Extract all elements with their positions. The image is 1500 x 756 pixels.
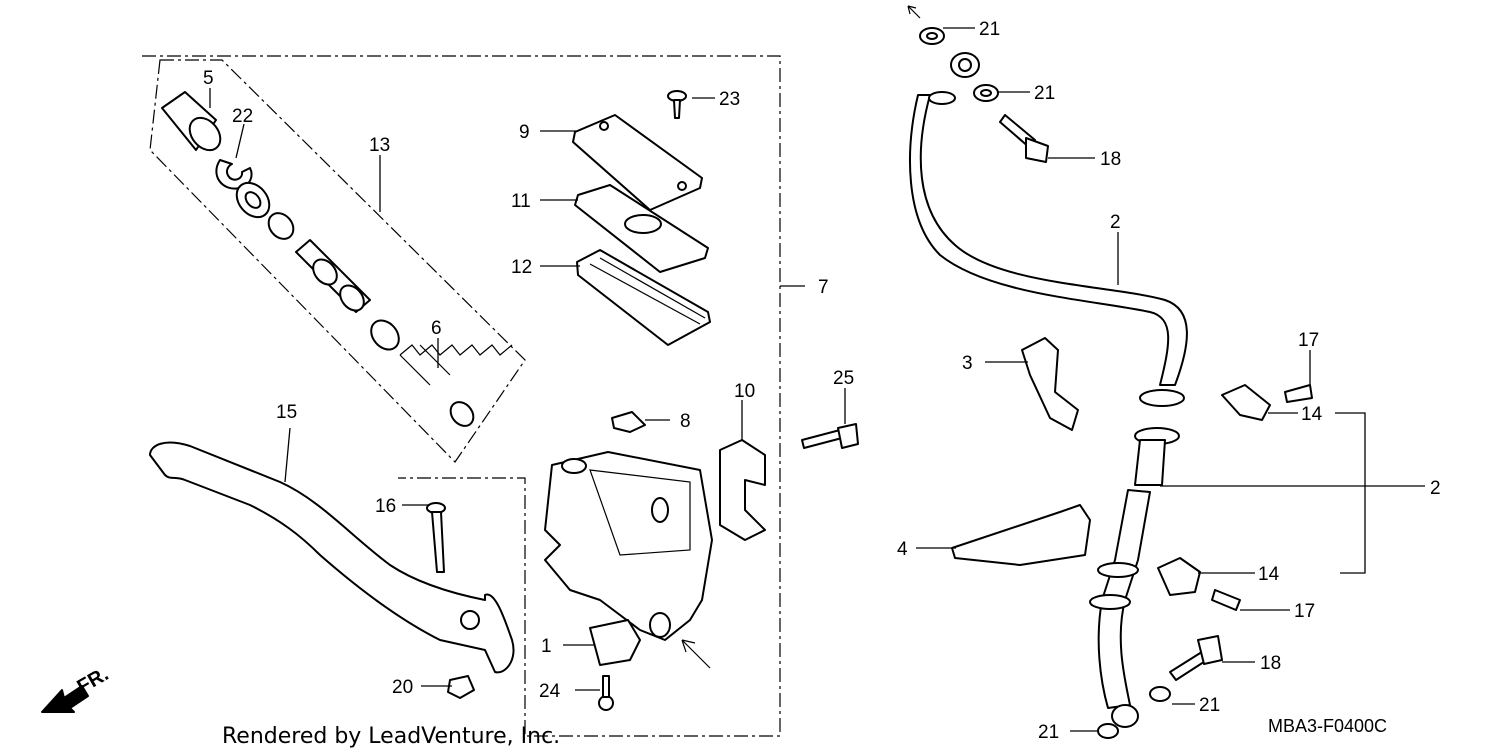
clip-8-part [611,411,646,433]
holder-10-part [719,439,766,541]
spring-part [399,344,513,427]
clamp-14-lower-part [1157,557,1201,596]
callout-13: 13 [369,135,390,156]
lever-15-part [149,441,515,674]
callout-21-c: 21 [1199,695,1220,716]
seal-part [267,212,295,240]
piston-part [295,239,371,313]
callout-18-a: 18 [1100,149,1121,170]
cover-9-part [572,114,703,211]
hose-direction-arrow [907,5,921,19]
callout-18-b: 18 [1260,653,1281,674]
switch-1-part [589,619,641,666]
callout-2-a: 2 [1110,212,1121,233]
callout-1: 1 [541,636,552,657]
clamp-14-upper-part [1221,384,1271,421]
callout-11: 11 [511,191,531,212]
washer-21-parts [919,27,1171,739]
nut-20-part [447,675,475,699]
circlip-part [215,159,253,190]
callout-15: 15 [276,402,297,423]
bracket-3-part [1021,337,1079,431]
kit-13-outline [149,59,526,463]
leader-lines [209,27,1425,732]
callout-4: 4 [897,539,908,560]
callout-21-d: 21 [1038,722,1059,743]
callout-14-a: 14 [1301,404,1323,425]
screw-23-part [667,90,687,119]
callout-6: 6 [431,318,442,339]
render-credit: Rendered by LeadVenture, Inc. [222,724,561,749]
assembly-7-outline [142,55,781,737]
bolt-18-upper-part [999,114,1049,163]
callout-5: 5 [203,68,214,89]
plate-11-part [574,184,709,273]
callout-25: 25 [833,368,854,389]
screw-24-part [598,675,614,711]
diaphragm-12-part [576,249,711,346]
callout-20: 20 [392,677,413,698]
piston-boot-part [161,91,222,152]
bracket-4-part [951,504,1091,566]
washer-part [235,181,271,219]
bolt-17-lower-part [1211,589,1241,611]
view-arrow [681,639,711,669]
bolt-25-part [801,423,859,449]
pivot-bolt-16-part [426,502,446,573]
brake-hose-lower [1089,489,1151,728]
diagram-code: MBA3-F0400C [1268,716,1387,736]
callout-14-b: 14 [1258,564,1280,585]
callout-2-b: 2 [1430,478,1441,499]
callout-10: 10 [734,381,755,402]
callout-labels: 5 22 13 6 9 11 12 23 7 8 10 25 15 16 1 2… [203,19,1441,743]
hose-joint-part [1134,389,1185,486]
bolt-18-lower-part [1169,635,1223,681]
callout-17-b: 17 [1294,601,1315,622]
callout-21-b: 21 [1034,83,1055,104]
bolt-17-upper-part [1284,384,1313,403]
callout-22: 22 [232,106,253,127]
front-direction-indicator: FR. [41,663,112,713]
callout-8: 8 [680,411,691,432]
callout-23: 23 [719,89,740,110]
brake-hose-upper [909,52,1188,386]
callout-16: 16 [375,496,396,517]
callout-9: 9 [519,122,530,143]
master-cylinder-body [544,451,713,641]
callout-21-a: 21 [979,19,1000,40]
callout-17-a: 17 [1298,330,1319,351]
callout-3: 3 [962,353,973,374]
cup-part [370,319,400,351]
callout-12: 12 [511,257,532,278]
callout-7: 7 [818,277,829,298]
callout-24: 24 [539,681,561,702]
